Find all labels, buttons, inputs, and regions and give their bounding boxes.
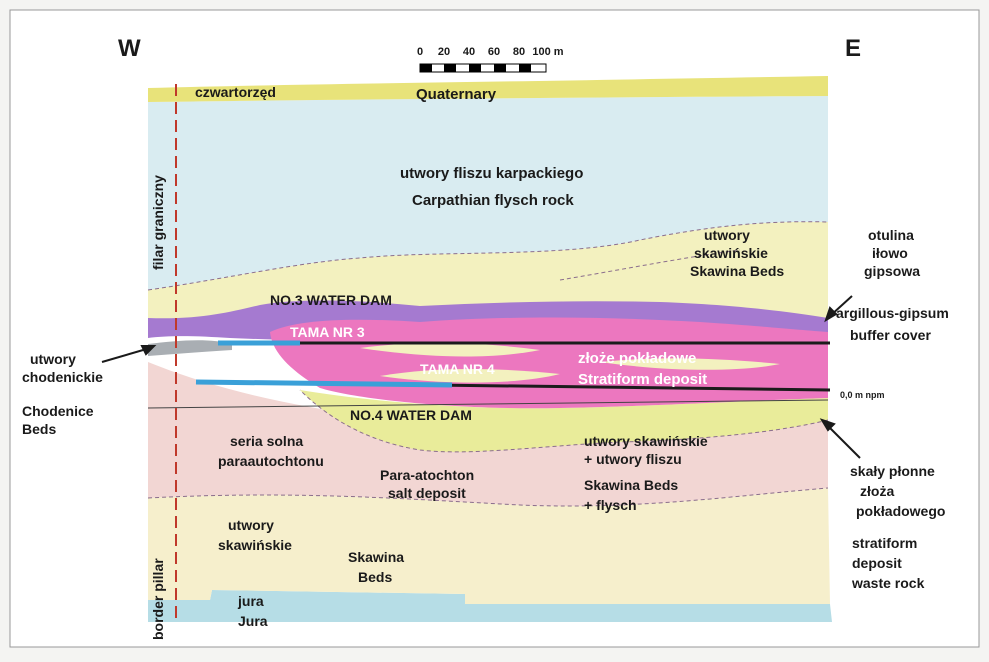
label-skawina-upper: skawińskie: [694, 245, 768, 261]
compass-west: W: [118, 35, 141, 62]
sea-level-line: [147, 399, 829, 409]
label-jura-pl: jura: [237, 593, 264, 609]
scale-tick: 60: [488, 46, 500, 58]
compass-east: E: [845, 35, 861, 62]
label-skaw-flysch-en: + flysch: [584, 497, 637, 513]
label-jura-en: Jura: [238, 613, 268, 629]
label-chodenickie: utwory: [30, 351, 76, 367]
arrows: [101, 295, 861, 459]
upper-skawina-layer: [148, 221, 828, 326]
skawina-flysch-layer: [300, 390, 828, 452]
label-para: Para-atochton: [380, 467, 474, 483]
label-water-dam-4: NO.4 WATER DAM: [350, 407, 472, 423]
label-seria-solna: paraautochtonu: [218, 453, 324, 469]
label-tama-3: TAMA NR 3: [290, 324, 365, 340]
label-skawinskie-low: skawińskie: [218, 537, 292, 553]
chodenice-layer: [148, 340, 232, 356]
label-skawina-upper: utwory: [704, 227, 750, 243]
label-skaw-flysch-pl: + utwory fliszu: [584, 451, 682, 467]
label-zloze-en: Stratiform deposit: [578, 371, 707, 388]
label-buffer: buffer cover: [850, 327, 931, 343]
label-skaw-flysch-en: Skawina Beds: [584, 477, 678, 493]
label-skaly: złoża: [860, 483, 894, 499]
label-skawina-low: Skawina: [348, 549, 404, 565]
label-filar-graniczny: filar graniczny: [150, 175, 166, 270]
label-quaternary: Quaternary: [416, 86, 497, 103]
label-waste: stratiform: [852, 535, 917, 551]
quaternary-layer: [148, 76, 828, 102]
label-otulina: iłowo: [872, 245, 908, 261]
scale-tick: 80: [513, 46, 525, 58]
label-seria-solna: seria solna: [230, 433, 303, 449]
jura-layer: [148, 590, 832, 622]
label-chodenice-en: Beds: [22, 421, 56, 437]
label-water-dam-3: NO.3 WATER DAM: [270, 292, 392, 308]
label-otulina: otulina: [868, 227, 914, 243]
scale-tick: 100 m: [532, 46, 563, 58]
label-otulina: gipsowa: [864, 263, 920, 279]
flysch-layer: [148, 96, 828, 290]
label-flysch-pl: utwory fliszu karpackiego: [400, 165, 583, 182]
label-buffer: argillous-gipsum: [836, 305, 949, 321]
label-tama-4: TAMA NR 4: [420, 361, 495, 377]
label-skaly: pokładowego: [856, 503, 945, 519]
label-chodenickie: chodenickie: [22, 369, 103, 385]
contact-lines: [147, 221, 829, 507]
scale-tick: 20: [438, 46, 450, 58]
label-skaly: skały płonne: [850, 463, 935, 479]
label-skawina-low: Beds: [358, 569, 392, 585]
label-chodenice-en: Chodenice: [22, 403, 94, 419]
deposit-lens: [380, 369, 560, 383]
label-border-pillar: border pillar: [150, 558, 166, 640]
label-waste: deposit: [852, 555, 902, 571]
scale-bar: 0 20 40 60 80 100 m: [417, 46, 564, 73]
label-npm: 0,0 m npm: [840, 390, 885, 400]
scale-tick: 40: [463, 46, 475, 58]
scale-tick: 0: [417, 46, 423, 58]
label-zloze-pl: złoże pokładowe: [578, 350, 696, 367]
label-waste: waste rock: [851, 575, 925, 591]
label-skawinskie-low: utwory: [228, 517, 274, 533]
label-skawina-upper-en: Skawina Beds: [690, 263, 784, 279]
label-flysch-en: Carpathian flysch rock: [412, 192, 574, 209]
lower-skawina-layer: [148, 488, 830, 604]
salt-deposit-layer: [148, 362, 828, 507]
label-czwartorzed: czwartorzęd: [195, 84, 276, 100]
dam-nr4-blue: [195, 379, 453, 388]
label-para: salt deposit: [388, 485, 466, 501]
deposit-lens: [600, 358, 780, 370]
label-skaw-flysch-pl: utwory skawińskie: [584, 433, 708, 449]
deposit-lens: [360, 342, 540, 357]
